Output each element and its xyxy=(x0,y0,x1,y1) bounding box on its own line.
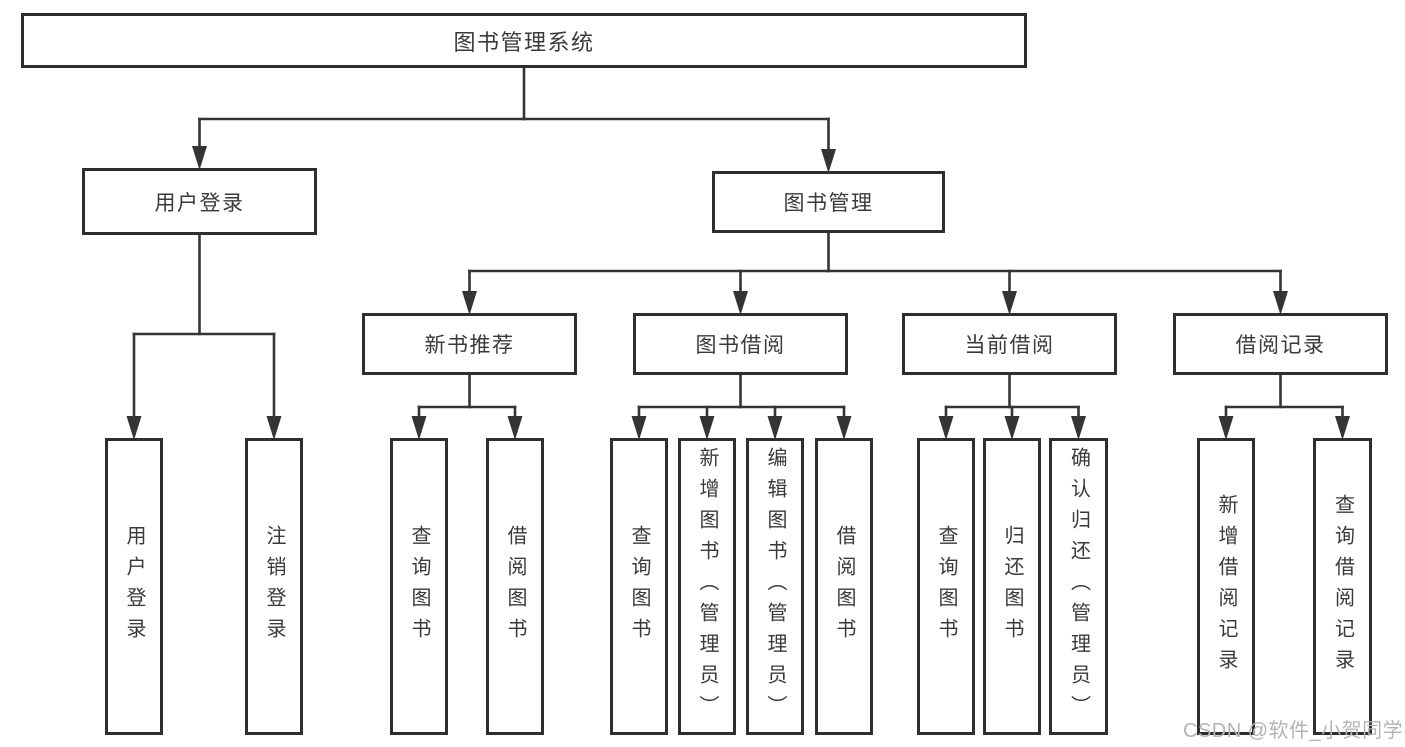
edge-arrowhead-cb-return-books xyxy=(1004,416,1020,440)
edge-arrowhead-cb-query-books xyxy=(938,416,954,440)
edge-arrowhead-bb-add-books xyxy=(699,416,715,440)
node-cb-confirm-return: 确认归还（管理员） xyxy=(1049,438,1108,735)
edge-arrowhead-book-management xyxy=(821,149,836,173)
node-cb-return-books: 归还图书 xyxy=(983,438,1041,735)
edge-arrowhead-current-borrowing xyxy=(1002,291,1017,315)
edge-arrowhead-bb-edit-books xyxy=(767,416,783,440)
watermark: CSDN @软件_小贺同学 xyxy=(1183,720,1404,742)
edge-arrowhead-br-query-record xyxy=(1335,416,1350,440)
node-bb-query-books: 查询图书 xyxy=(610,438,668,735)
node-user-login-op: 用户登录 xyxy=(105,438,163,735)
node-label-nbr-borrow-books: 借阅图书 xyxy=(504,524,526,649)
node-current-borrowing: 当前借阅 xyxy=(902,313,1117,375)
node-label-current-borrowing: 当前借阅 xyxy=(964,334,1055,357)
node-nbr-borrow-books: 借阅图书 xyxy=(486,438,544,735)
node-nbr-query-books: 查询图书 xyxy=(390,438,448,735)
node-book-borrowing: 图书借阅 xyxy=(633,313,848,375)
edge-arrowhead-new-book-recommend xyxy=(462,291,477,315)
node-br-query-record: 查询借阅记录 xyxy=(1313,438,1372,735)
node-label-user-login: 用户登录 xyxy=(154,191,245,215)
node-new-book-recommend: 新书推荐 xyxy=(362,313,577,375)
node-label-cb-return-books: 归还图书 xyxy=(1001,524,1023,649)
node-label-br-query-record: 查询借阅记录 xyxy=(1331,493,1354,680)
edge-arrowhead-user-login xyxy=(192,146,207,170)
node-label-new-book-recommend: 新书推荐 xyxy=(424,334,515,357)
node-label-bb-edit-books: 编辑图书（管理员） xyxy=(764,447,786,726)
node-book-management: 图书管理 xyxy=(712,171,945,233)
edge-arrowhead-cb-confirm-return xyxy=(1071,416,1086,440)
edge-arrowhead-bb-borrow-books xyxy=(836,416,852,440)
node-label-book-borrowing: 图书借阅 xyxy=(695,334,786,357)
edge-arrowhead-user-login-op xyxy=(126,416,142,440)
node-bb-edit-books: 编辑图书（管理员） xyxy=(746,438,804,735)
edge-arrowhead-br-add-record xyxy=(1218,416,1234,440)
node-cb-query-books: 查询图书 xyxy=(917,438,975,735)
node-borrowing-records: 借阅记录 xyxy=(1173,313,1388,375)
node-label-br-add-record: 新增借阅记录 xyxy=(1215,493,1237,680)
edge-arrowhead-nbr-borrow-books xyxy=(507,416,523,440)
node-bb-borrow-books: 借阅图书 xyxy=(815,438,873,735)
edge-arrowhead-nbr-query-books xyxy=(411,416,427,440)
node-bb-add-books: 新增图书（管理员） xyxy=(678,438,736,735)
edge-arrowhead-book-borrowing xyxy=(733,291,748,315)
node-label-borrowing-records: 借阅记录 xyxy=(1235,334,1326,357)
node-br-add-record: 新增借阅记录 xyxy=(1197,438,1255,735)
node-label-bb-add-books: 新增图书（管理员） xyxy=(696,447,718,726)
node-label-root: 图书管理系统 xyxy=(453,29,595,55)
node-logout-op: 注销登录 xyxy=(245,438,303,735)
node-label-logout-op: 注销登录 xyxy=(263,524,285,649)
edge-arrowhead-logout-op xyxy=(266,416,282,440)
node-root: 图书管理系统 xyxy=(21,13,1027,68)
node-label-nbr-query-books: 查询图书 xyxy=(408,524,430,649)
node-label-book-management: 图书管理 xyxy=(783,192,874,215)
edge-arrowhead-borrowing-records xyxy=(1273,291,1288,315)
edge-arrowhead-bb-query-books xyxy=(631,416,647,440)
node-user-login: 用户登录 xyxy=(82,168,317,235)
node-label-bb-borrow-books: 借阅图书 xyxy=(833,524,855,649)
node-label-cb-query-books: 查询图书 xyxy=(935,524,957,649)
node-label-bb-query-books: 查询图书 xyxy=(628,524,650,649)
node-label-cb-confirm-return: 确认归还（管理员） xyxy=(1067,447,1090,726)
node-label-user-login-op: 用户登录 xyxy=(123,524,145,649)
